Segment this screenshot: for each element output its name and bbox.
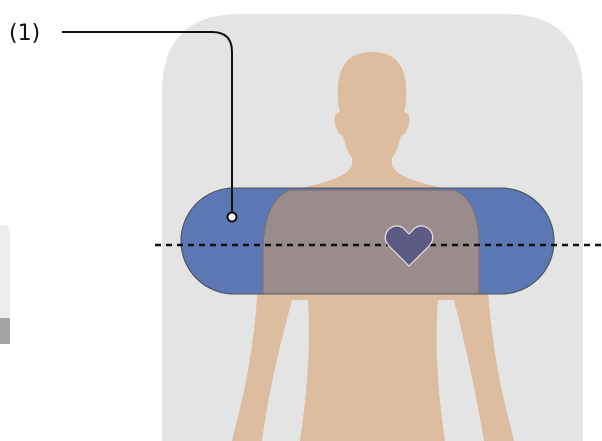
left-panel-body	[0, 225, 10, 318]
left-neighbor-panel	[0, 225, 10, 344]
leader-dot	[228, 213, 237, 222]
callout-label: (1)	[9, 21, 40, 46]
left-panel-base	[0, 318, 10, 344]
belt-torso-overlap	[263, 190, 479, 294]
